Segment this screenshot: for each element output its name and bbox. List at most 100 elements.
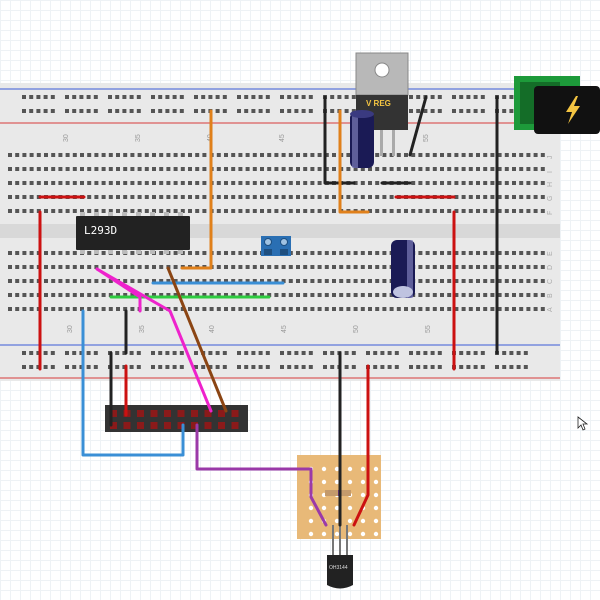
breadboard-hole (159, 209, 164, 213)
hall-sensor[interactable]: OH3144 (327, 525, 353, 589)
power-jack[interactable] (514, 76, 600, 134)
header-pin (137, 410, 144, 417)
breadboard-hole (36, 109, 41, 113)
capacitor-bottom[interactable] (391, 240, 415, 298)
breadboard-hole (440, 167, 444, 171)
breadboard-hole (425, 293, 430, 297)
breadboard-hole (72, 153, 77, 157)
breadboard-hole (267, 153, 272, 157)
breadboard-hole (188, 181, 192, 185)
breadboard-hole (476, 195, 480, 199)
breadboard-hole (258, 109, 263, 113)
breadboard-hole (504, 293, 509, 297)
capacitor-top[interactable] (350, 110, 374, 168)
wire-brown (166, 266, 228, 413)
breadboard-hole (281, 153, 286, 157)
breadboard-hole (137, 153, 142, 157)
breadboard-hole (72, 279, 77, 283)
breadboard-hole (490, 209, 495, 213)
breadboard-hole (265, 351, 270, 355)
terminal-block[interactable] (261, 236, 291, 256)
breadboard-hole (375, 293, 380, 297)
breadboard-hole (351, 365, 356, 369)
breadboard-hole (231, 167, 236, 171)
breadboard-hole (195, 293, 200, 297)
breadboard-hole (180, 307, 185, 311)
breadboard-hole (459, 365, 464, 369)
breadboard-hole (368, 195, 372, 199)
breadboard-hole (115, 365, 120, 369)
breadboard-hole (526, 293, 531, 297)
breadboard-hole (108, 265, 113, 269)
breadboard-hole (108, 209, 113, 213)
breadboard-hole (94, 153, 99, 157)
breadboard-hole (101, 195, 106, 199)
breadboard-hole (490, 167, 495, 171)
breadboard-hole (151, 109, 155, 113)
breadboard-hole (303, 279, 308, 283)
breadboard-hole (180, 293, 185, 297)
l293d-chip[interactable]: L293D (76, 212, 190, 254)
breadboard-hole (152, 265, 156, 269)
voltage-regulator[interactable]: V REG (355, 52, 409, 156)
breadboard-hole (504, 307, 509, 311)
breadboard-hole (94, 181, 99, 185)
breadboard-hole (368, 209, 372, 213)
breadboard-hole (22, 95, 26, 99)
breadboard-hole (382, 195, 387, 199)
breadboard-hole (129, 365, 134, 369)
header-pin (177, 422, 185, 429)
breadboard-hole (389, 167, 394, 171)
breadboard-hole (346, 195, 351, 199)
breadboard-hole (330, 351, 335, 355)
breadboard-hole (188, 167, 192, 171)
breadboard-hole (115, 109, 120, 113)
breadboard-hole (180, 195, 185, 199)
breadboard-hole (332, 251, 336, 255)
breadboard-hole (519, 293, 524, 297)
breadboard-hole (267, 307, 272, 311)
breadboard-hole (288, 153, 293, 157)
breadboard-hole (195, 279, 200, 283)
breadboard-hole (476, 251, 480, 255)
breadboard-hole (58, 181, 63, 185)
breadboard-hole (80, 181, 84, 185)
breadboard-hole (87, 209, 92, 213)
breadboard-hole (43, 109, 48, 113)
breadboard-hole (224, 265, 228, 269)
stripboard-hole (360, 492, 366, 498)
breadboard-hole (509, 365, 514, 369)
breadboard-hole (353, 265, 358, 269)
breadboard-hole (222, 95, 227, 99)
breadboard-hole (87, 307, 92, 311)
breadboard-hole (468, 153, 473, 157)
breadboard-hole (238, 251, 243, 255)
breadboard-hole (29, 209, 34, 213)
breadboard-hole (244, 351, 249, 355)
breadboard-hole (476, 209, 480, 213)
breadboard-hole (418, 209, 423, 213)
breadboard-hole (339, 251, 344, 255)
breadboard-hole (252, 251, 257, 255)
breadboard-hole (416, 351, 421, 355)
stripboard-hole (334, 531, 340, 537)
breadboard-hole (344, 365, 349, 369)
breadboard-hole (368, 293, 372, 297)
breadboard-hole (29, 351, 34, 355)
breadboard-hole (58, 167, 63, 171)
breadboard-hole (540, 153, 545, 157)
breadboard-hole (159, 293, 164, 297)
breadboard-hole (245, 251, 250, 255)
breadboard-hole (130, 307, 135, 311)
breadboard-hole (375, 167, 380, 171)
breadboard-hole (44, 265, 48, 269)
breadboard-hole (502, 365, 507, 369)
breadboard-hole (368, 265, 372, 269)
breadboard-hole (173, 195, 178, 199)
breadboard-hole (468, 209, 473, 213)
breadboard-hole (36, 209, 41, 213)
breadboard-hole (195, 209, 200, 213)
breadboard-hole (533, 181, 538, 185)
breadboard-hole (281, 265, 286, 269)
breadboard-hole (123, 279, 128, 283)
